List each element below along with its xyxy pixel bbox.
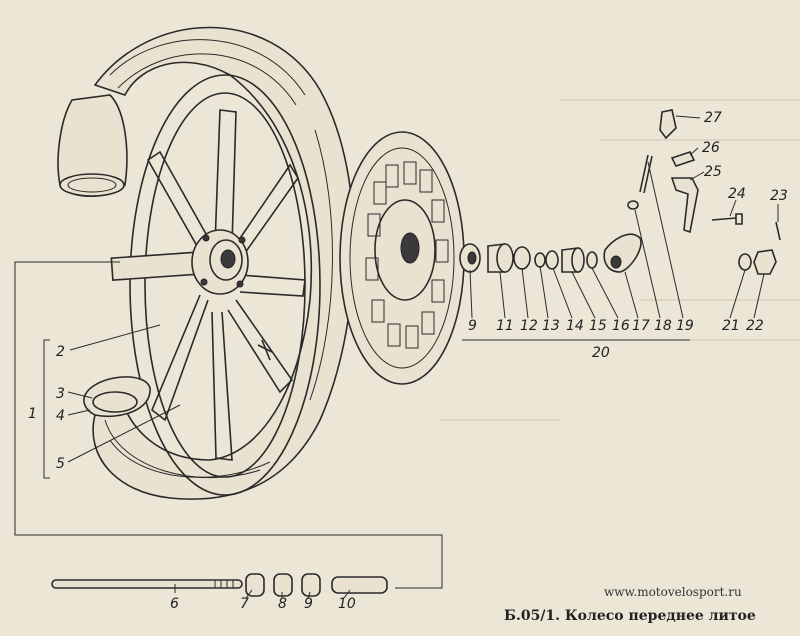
label-19: 19 (676, 318, 694, 334)
part-14 (545, 250, 559, 270)
label-4: 4 (56, 408, 65, 424)
label-14: 14 (566, 318, 584, 334)
label-25: 25 (704, 164, 722, 180)
part-number-labels: 1 2 3 4 5 6 7 8 9 10 9 11 12 13 14 15 16… (28, 110, 788, 612)
hub-parts-row (459, 154, 653, 273)
tube-lower (92, 391, 138, 413)
label-10: 10 (338, 596, 356, 612)
part-22 (753, 249, 777, 275)
axle-parts (51, 573, 388, 597)
part-27 (659, 109, 677, 140)
rim (129, 74, 321, 496)
part-7 (245, 573, 265, 597)
leader-lines (43, 115, 779, 599)
part-23 (775, 221, 781, 241)
part-9-spacer (301, 573, 321, 597)
label-6: 6 (170, 596, 179, 612)
label-5: 5 (56, 456, 65, 472)
label-24: 24 (728, 186, 746, 202)
label-9-axle: 9 (304, 596, 313, 612)
part-16 (586, 251, 598, 269)
label-16: 16 (612, 318, 630, 334)
part-8 (273, 573, 293, 597)
part-24 (711, 213, 743, 225)
part-12 (513, 246, 531, 270)
disc-slots (365, 161, 449, 349)
valve (257, 339, 273, 361)
hub (110, 229, 249, 295)
part-6-axle (51, 579, 243, 589)
label-20: 20 (592, 345, 610, 361)
label-8: 8 (278, 596, 287, 612)
label-7: 7 (240, 596, 249, 612)
cast-spokes (146, 109, 306, 461)
part-19 (639, 154, 653, 194)
label-12: 12 (520, 318, 538, 334)
fastener-parts (659, 109, 781, 275)
label-2: 2 (56, 344, 65, 360)
label-9: 9 (468, 318, 477, 334)
brake-disc (339, 131, 465, 385)
label-27: 27 (704, 110, 722, 126)
label-15: 15 (589, 318, 607, 334)
label-18: 18 (654, 318, 672, 334)
label-13: 13 (542, 318, 560, 334)
part-25 (670, 177, 699, 234)
figure-caption: Б.05/1. Колесо переднее литое (504, 608, 756, 624)
label-22: 22 (746, 318, 764, 334)
label-11: 11 (496, 318, 514, 334)
tube-section (59, 173, 125, 197)
wheel-assembly (57, 26, 355, 500)
label-3: 3 (56, 386, 65, 402)
part-21 (738, 253, 752, 271)
part-26 (670, 151, 696, 167)
watermark-url: www.motovelosport.ru (604, 585, 742, 599)
label-21: 21 (722, 318, 740, 334)
label-17: 17 (632, 318, 650, 334)
tyre (92, 26, 355, 500)
axle-group-bracket (14, 261, 443, 589)
part-18 (627, 200, 639, 210)
part-10 (331, 576, 388, 594)
label-23: 23 (770, 188, 788, 204)
part-13 (534, 252, 546, 268)
label-26: 26 (702, 140, 720, 156)
label-1: 1 (28, 406, 37, 422)
part-17 (603, 233, 642, 273)
